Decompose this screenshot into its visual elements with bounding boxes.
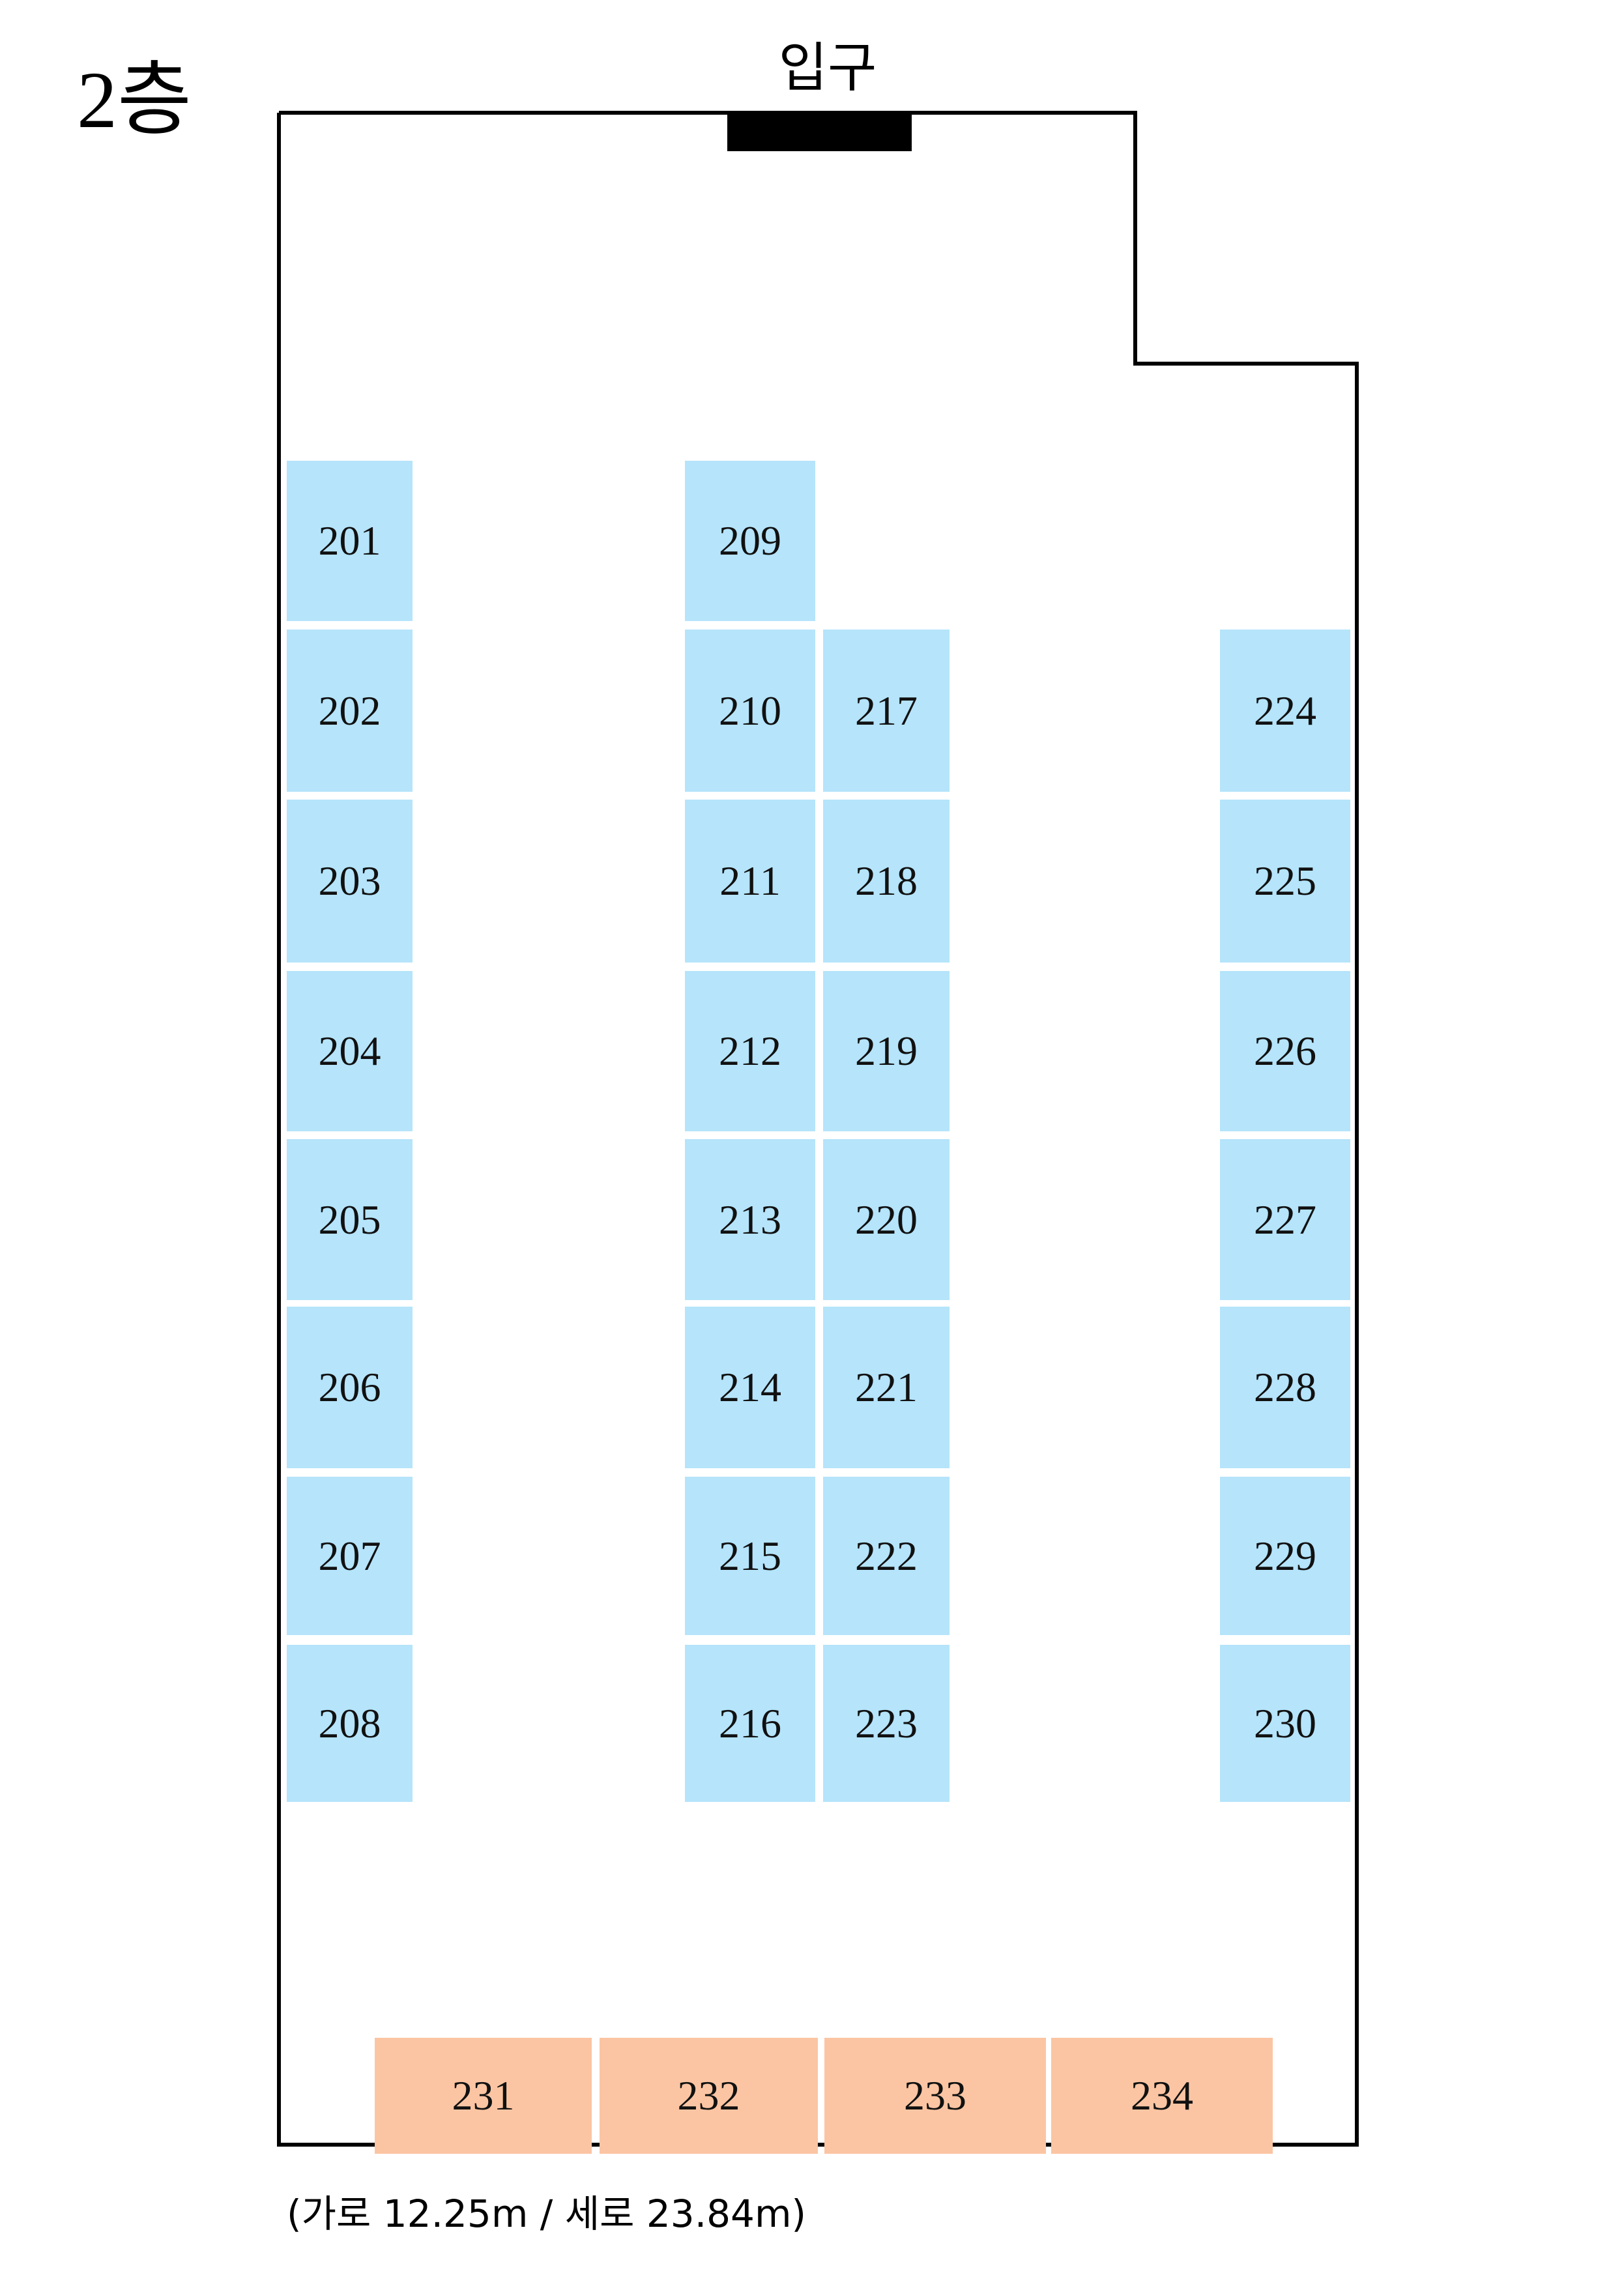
booth-233: 233 <box>824 2038 1046 2154</box>
booth-218: 218 <box>823 800 950 963</box>
booth-230: 230 <box>1220 1645 1350 1802</box>
booth-202: 202 <box>287 630 413 792</box>
entrance-door <box>727 113 912 151</box>
booth-222: 222 <box>823 1477 950 1635</box>
booth-213: 213 <box>685 1139 815 1300</box>
booth-220: 220 <box>823 1139 950 1300</box>
booth-205: 205 <box>287 1139 413 1300</box>
booth-214: 214 <box>685 1307 815 1468</box>
booth-223: 223 <box>823 1645 950 1802</box>
booth-216: 216 <box>685 1645 815 1802</box>
booth-201: 201 <box>287 461 413 621</box>
booth-208: 208 <box>287 1645 413 1802</box>
booth-219: 219 <box>823 971 950 1131</box>
booth-210: 210 <box>685 630 815 792</box>
booth-204: 204 <box>287 971 413 1131</box>
booth-211: 211 <box>685 800 815 963</box>
booth-209: 209 <box>685 461 815 621</box>
booth-234: 234 <box>1051 2038 1273 2154</box>
booth-227: 227 <box>1220 1139 1350 1300</box>
booth-232: 232 <box>600 2038 818 2154</box>
booth-217: 217 <box>823 630 950 792</box>
room-outline <box>277 111 1359 2147</box>
booth-212: 212 <box>685 971 815 1131</box>
booth-225: 225 <box>1220 800 1350 963</box>
booth-207: 207 <box>287 1477 413 1635</box>
booth-228: 228 <box>1220 1307 1350 1468</box>
dimensions-note: (가로 12.25m / 세로 23.84m) <box>287 2192 807 2236</box>
booth-203: 203 <box>287 800 413 963</box>
booth-206: 206 <box>287 1307 413 1468</box>
booth-229: 229 <box>1220 1477 1350 1635</box>
booth-226: 226 <box>1220 971 1350 1131</box>
booth-215: 215 <box>685 1477 815 1635</box>
booth-221: 221 <box>823 1307 950 1468</box>
booth-224: 224 <box>1220 630 1350 792</box>
entrance-label: 입구 <box>778 37 877 99</box>
floor-title: 2층 <box>77 55 192 145</box>
booth-231: 231 <box>375 2038 592 2154</box>
